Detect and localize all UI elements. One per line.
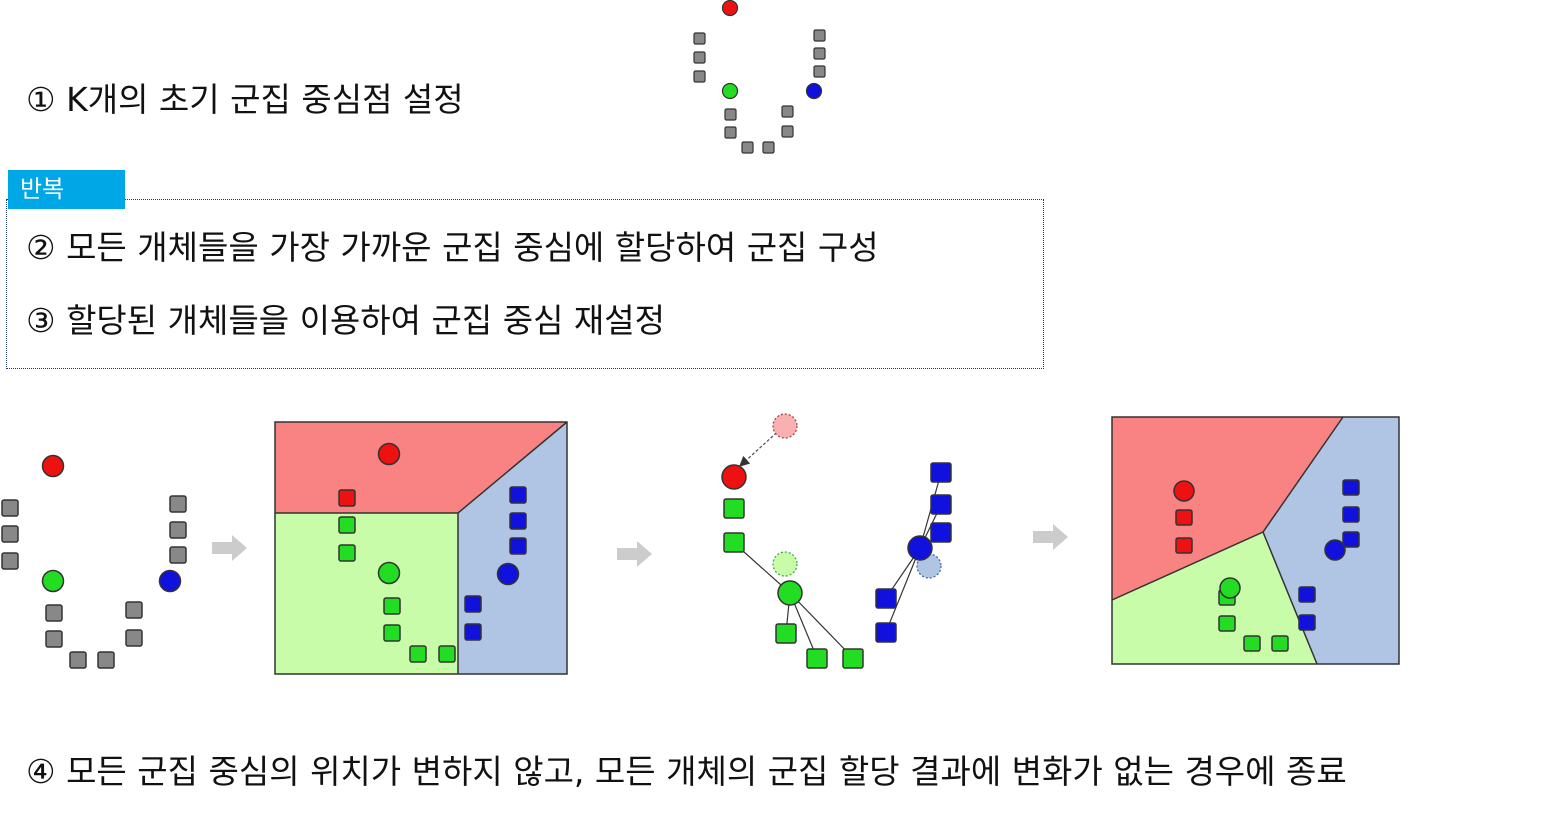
point [875,622,897,643]
point [930,462,952,483]
point [125,601,143,619]
point [1298,586,1316,603]
point [693,51,706,64]
point [464,623,482,641]
centroid-blue [496,562,520,586]
centroid-red [377,442,401,466]
repeat-tag: 반복 [8,170,125,209]
point [409,645,427,663]
point [509,537,527,555]
panel-update [721,413,952,669]
point [1,552,19,570]
old-centroid-red [772,413,798,439]
centroid-blue [805,82,823,100]
arrow-right-icon [212,535,247,561]
point [1342,479,1360,496]
centroid-red [721,464,747,490]
point [1,499,19,517]
repeat-box [6,199,1044,369]
centroid-red [41,454,65,478]
point [781,105,794,118]
centroid-green [41,569,65,593]
centroid-green [777,580,803,606]
panel-final [1111,416,1400,665]
point [1218,615,1236,632]
point [1342,506,1360,523]
point [723,532,745,553]
point [1298,614,1316,631]
point [775,623,797,644]
point [762,141,775,154]
centroid-red [1173,480,1195,502]
point [693,32,706,45]
point [1175,537,1193,554]
step-2-text: ② 모든 개체들을 가장 가까운 군집 중심에 할당하여 군집 구성 [26,228,879,267]
point [875,588,897,609]
point [45,630,63,648]
step-4-text: ④ 모든 군집 중심의 위치가 변하지 않고, 모든 개체의 군집 할당 결과에… [26,752,1347,791]
point [438,645,456,663]
point [724,108,737,121]
point [1342,531,1360,548]
point [842,648,864,669]
point [781,125,794,138]
panel-assignment [274,421,568,675]
initial-centroids-diagram [693,0,826,154]
point [813,65,826,78]
point [1175,509,1193,526]
point [125,629,143,647]
centroid-red [721,0,739,17]
point [1,525,19,543]
panel-initial [1,454,187,669]
step-3-text: ③ 할당된 개체들을 이용하여 군집 중심 재설정 [26,301,666,340]
centroid-green [721,82,739,100]
point [509,512,527,530]
step-1-text: ① K개의 초기 군집 중심점 설정 [26,80,464,119]
point [741,141,754,154]
point [813,29,826,42]
point [338,516,356,534]
point [169,495,187,513]
point [930,522,952,543]
centroid-green [377,561,401,585]
point [930,494,952,515]
point [383,624,401,642]
point [169,521,187,539]
point [69,651,87,669]
point [509,486,527,504]
arrow-right-icon [1033,524,1068,550]
point [806,648,828,669]
centroid-blue [907,535,933,561]
point [813,47,826,60]
point [338,489,356,507]
point [464,595,482,613]
arrow-right-icon [617,541,652,567]
point [1243,635,1261,652]
point [724,126,737,139]
point [693,70,706,83]
centroid-green [1219,577,1241,599]
centroid-blue [158,569,182,593]
point [723,498,745,519]
point [338,544,356,562]
point [169,546,187,564]
point [1271,635,1289,652]
old-centroid-green [772,551,798,577]
centroid-blue [1324,539,1346,561]
point [45,604,63,622]
point [383,597,401,615]
point [97,651,115,669]
